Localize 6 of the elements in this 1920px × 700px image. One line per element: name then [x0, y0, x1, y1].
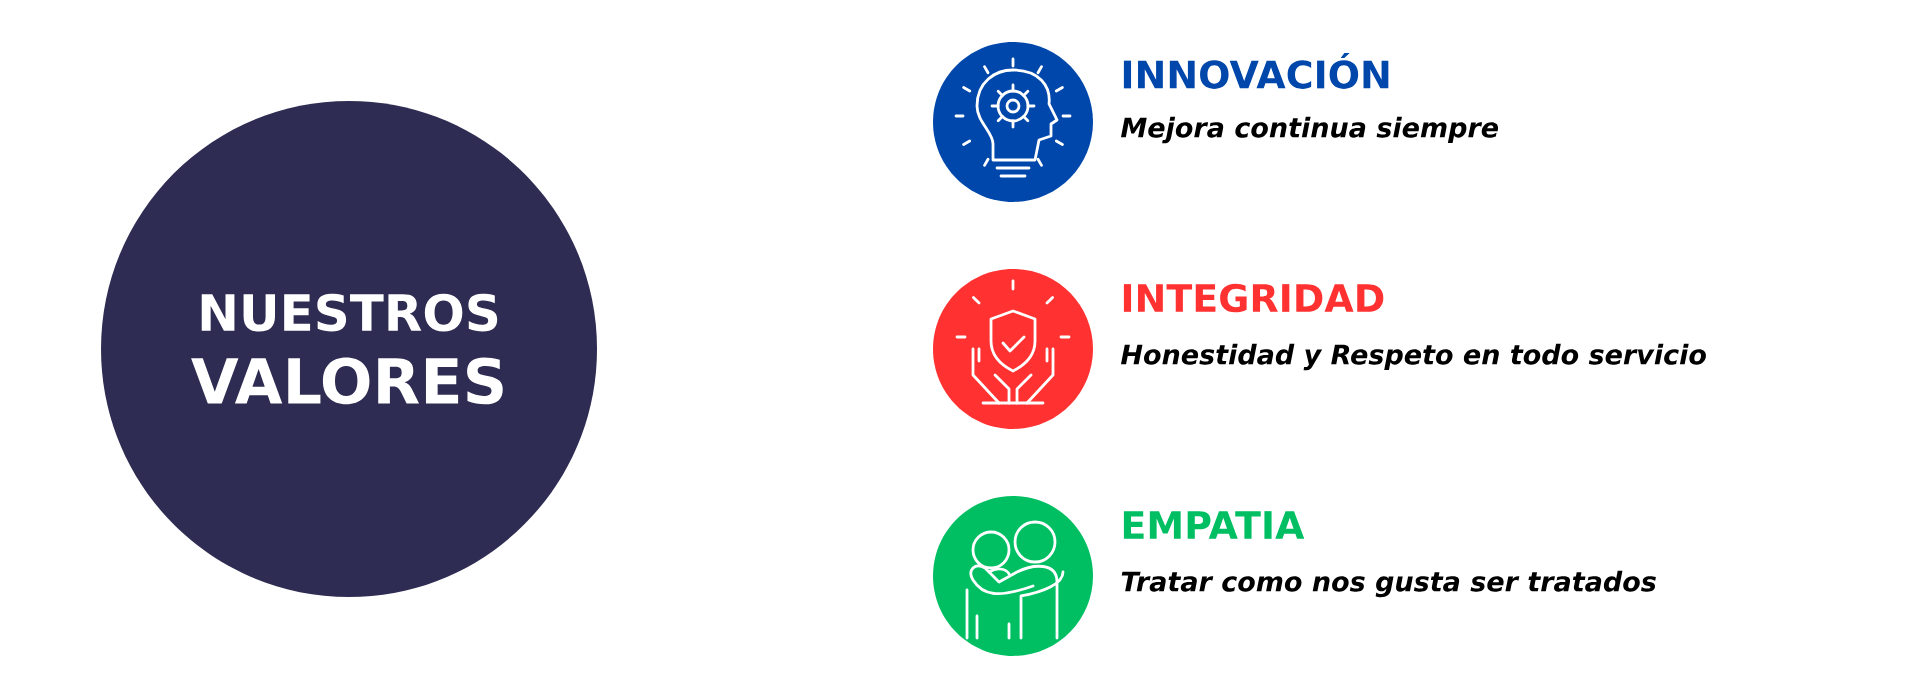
value-description: Tratar como nos gusta ser tratados — [1121, 570, 1656, 598]
value-title: INNOVACIÓN — [1123, 53, 1389, 89]
value-title: INTEGRIDAD — [1123, 283, 1384, 313]
value-description: Mejora continua siempre — [1121, 116, 1499, 144]
value-description: Honestidad y Respeto en todo servicio — [1121, 343, 1706, 371]
value-title: EMPATIA — [1123, 511, 1305, 539]
